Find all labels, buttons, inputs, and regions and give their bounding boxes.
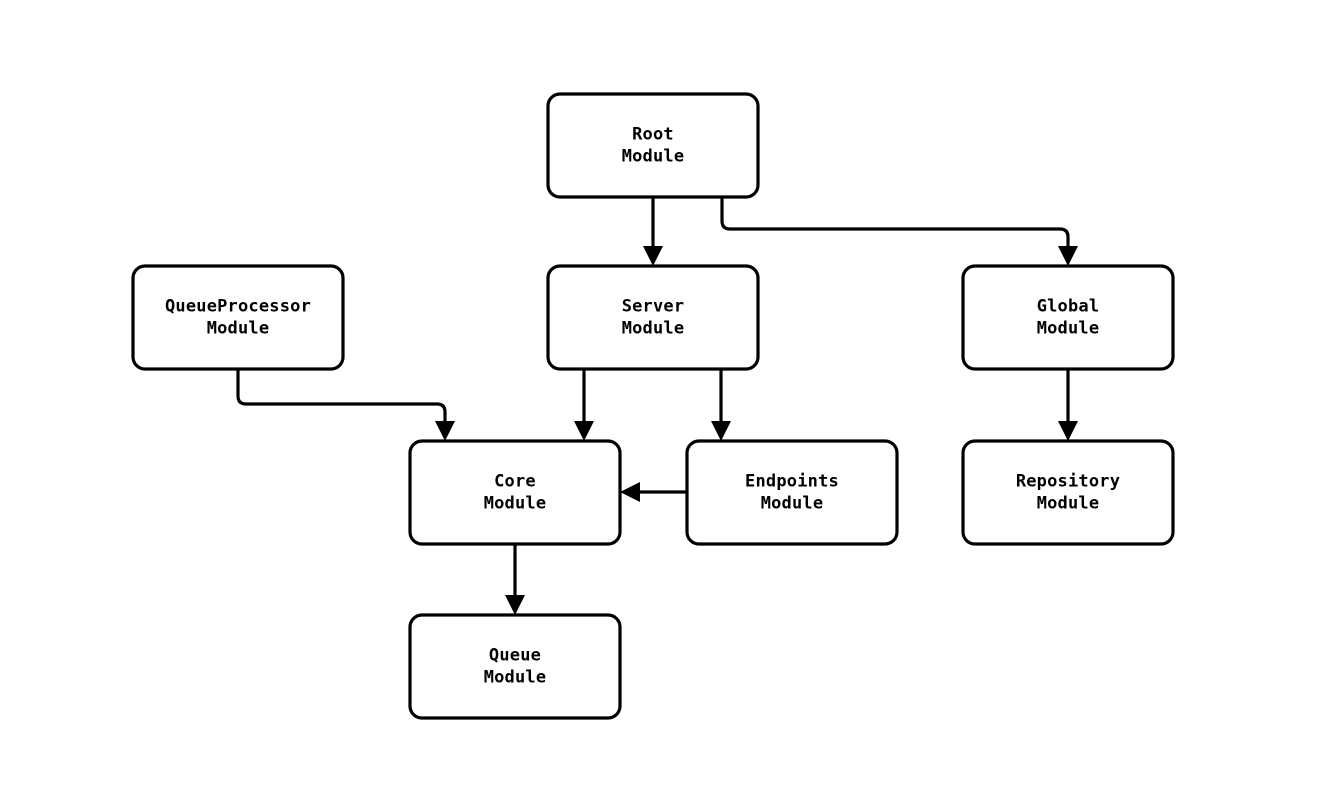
- node-box[interactable]: [408, 439, 622, 546]
- node-label-line2: Module: [622, 147, 685, 167]
- node-box[interactable]: [961, 439, 1175, 546]
- edge-line: [720, 197, 1070, 250]
- edges-layer: [236, 197, 1078, 615]
- node-label-line1: Server: [622, 297, 685, 317]
- node-label-line1: Global: [1037, 297, 1100, 317]
- arrowhead-icon: [435, 421, 455, 441]
- node-label-line2: Module: [622, 319, 685, 339]
- edge-root-to-server: [643, 197, 663, 266]
- edge-server-to-core: [574, 369, 594, 441]
- edge-global-to-repository: [1058, 369, 1078, 441]
- node-box[interactable]: [685, 439, 899, 546]
- edge-line: [236, 369, 447, 425]
- node-label-line1: Endpoints: [745, 472, 839, 492]
- node-label-line2: Module: [207, 319, 270, 339]
- node-box[interactable]: [961, 264, 1175, 371]
- node-label-line1: Root: [632, 125, 674, 145]
- node-label-line2: Module: [1037, 494, 1100, 514]
- edge-queueprocessor-to-core: [236, 369, 455, 441]
- arrowhead-icon: [620, 482, 640, 502]
- edge-core-to-queue: [505, 544, 525, 615]
- node-label-line1: Queue: [489, 646, 541, 666]
- node-label-line2: Module: [1037, 319, 1100, 339]
- arrowhead-icon: [643, 246, 663, 266]
- arrowhead-icon: [711, 421, 731, 441]
- nodes-layer: RootModuleQueueProcessorModuleServerModu…: [131, 92, 1175, 720]
- edge-endpoints-to-core: [620, 482, 687, 502]
- node-label-line2: Module: [761, 494, 824, 514]
- node-box[interactable]: [408, 613, 622, 720]
- node-box[interactable]: [546, 92, 760, 199]
- node-label-line2: Module: [484, 668, 547, 688]
- node-label-line1: QueueProcessor: [165, 297, 311, 317]
- node-box[interactable]: [131, 264, 345, 371]
- node-label-line1: Core: [494, 472, 536, 492]
- arrowhead-icon: [1058, 421, 1078, 441]
- arrowhead-icon: [574, 421, 594, 441]
- edge-root-to-global: [720, 197, 1078, 266]
- arrowhead-icon: [505, 595, 525, 615]
- node-label-line2: Module: [484, 494, 547, 514]
- edge-server-to-endpoints: [711, 369, 731, 441]
- node-label-line1: Repository: [1016, 472, 1120, 492]
- node-box[interactable]: [546, 264, 760, 371]
- arrowhead-icon: [1058, 246, 1078, 266]
